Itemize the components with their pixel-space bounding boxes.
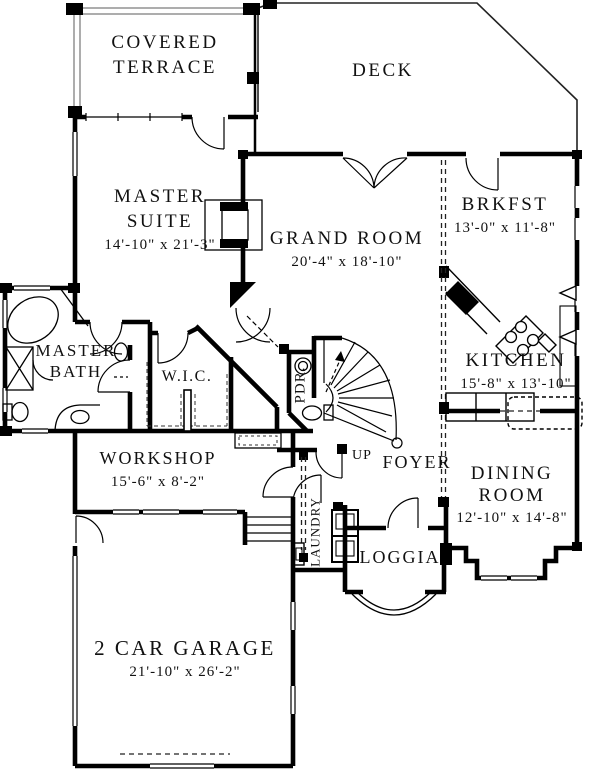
column-lines [120,160,540,755]
room-label-master-suite: MASTER SUITE 14'-10" x 21'-3" [104,186,216,253]
front-entry-door [387,497,419,529]
room-label-wic: W.I.C. [161,368,213,385]
room-label-brkfst: BRKFST 13'-0" x 11'-8" [453,194,557,236]
room-label-grand-room: GRAND ROOM 20'-4" x 18'-10" [269,228,425,270]
laundry-door [292,474,322,504]
toilet [11,401,29,423]
pdr-toilet [301,405,323,421]
pantry [234,432,282,449]
room-label-workshop: WORKSHOP 15'-6" x 8'-2" [99,448,217,490]
room-label-laundry: LAUNDRY [307,497,323,567]
angled-wall-wedge [230,282,256,308]
loggia-steps [351,591,437,616]
room-label-master-bath: MASTER BATH [35,341,117,381]
gallery-double-doors [235,307,271,343]
pedestal-sink [113,342,129,362]
room-label-foyer: FOYER [382,452,452,472]
room-label-kitchen: KITCHEN 15'-8" x 13'-10" [460,350,572,392]
stairs-up-label: UP [352,448,372,463]
vanity-sink [70,409,90,425]
vanity-counter [54,404,100,432]
washer-dryer [293,509,359,566]
doors [32,116,499,544]
fireplace [204,199,263,251]
window-shutter-icons [558,284,577,346]
kitchen-counters [445,265,583,430]
basement-steps [247,516,291,542]
room-label-dining-room: DINING ROOM 12'-10" x 14'-8" [456,463,568,526]
master-bath-fixtures [2,287,129,432]
wic-door [157,332,189,364]
range-icon [445,281,479,315]
up-arrow [325,359,341,393]
shower [5,346,34,391]
room-label-loggia: LOGGIA [359,547,441,567]
room-label-garage: 2 CAR GARAGE 21'-10" x 26'-2" [94,636,276,680]
pocket-door-dashed [246,315,279,348]
terrace-door [191,116,225,150]
deck-outline [257,2,578,151]
workshop-hall-door [262,466,294,498]
brkfst-door [465,157,499,191]
cooktop-burners-icon [504,320,540,357]
bathtub [7,296,59,344]
garage-side-door [75,515,104,544]
closet-partition [183,389,192,432]
grand-room-french-doors [342,157,408,189]
powder-room-fixtures [294,357,334,421]
room-label-deck: DECK [352,60,414,81]
hall-door [315,451,343,479]
wall-posts [0,0,582,565]
room-label-covered-terrace: COVERED TERRACE [111,32,219,78]
master-hall-doors [89,321,123,355]
pdr-sink [294,357,312,375]
room-label-pdr: PDR. [292,366,309,404]
windows [0,112,582,771]
closet-shelving [146,362,228,428]
staircase [323,337,403,449]
utility-sink [293,542,305,566]
bath-door [97,359,131,393]
